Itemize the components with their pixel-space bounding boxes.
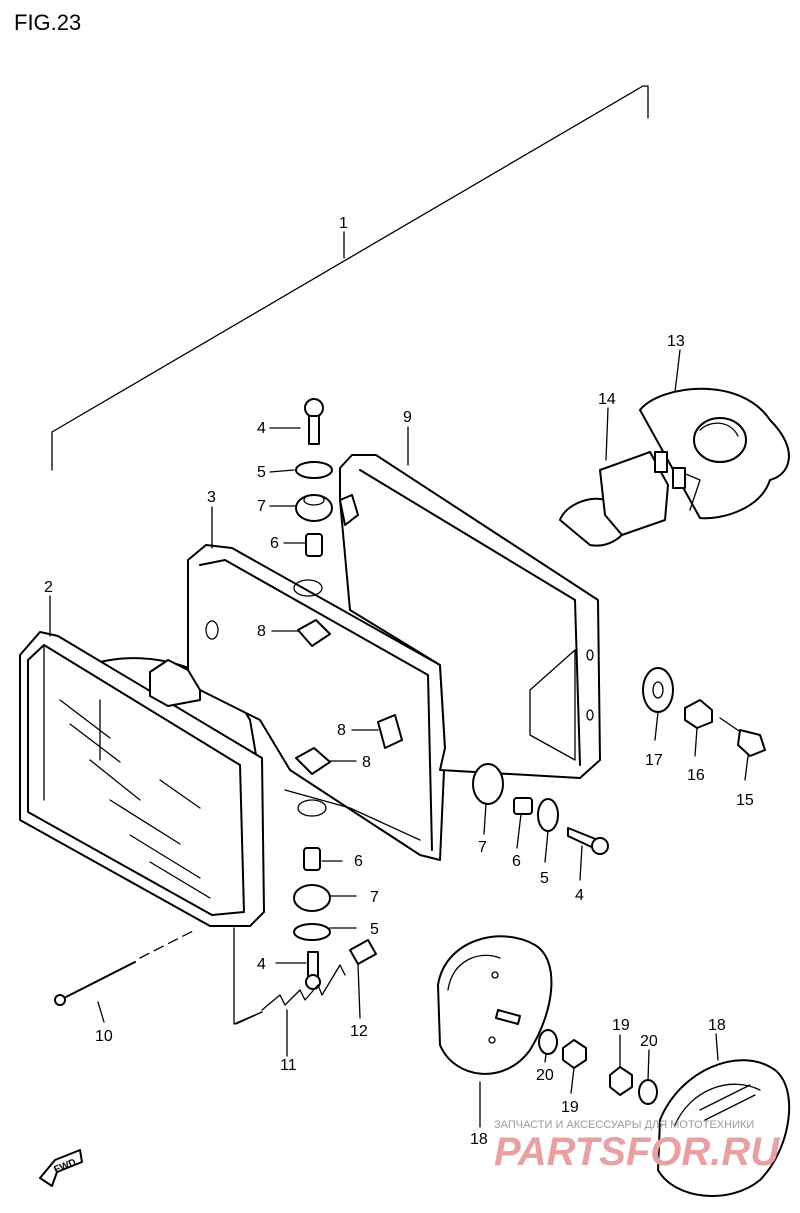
callout-18-right: 18: [708, 1017, 726, 1034]
callout-12: 12: [350, 1023, 368, 1040]
callout-5-bottom: 5: [370, 921, 379, 938]
callout-19-bottom: 19: [561, 1099, 579, 1116]
watermark: ЗАПЧАСТИ И АКСЕССУАРЫ ДЛЯ МОТОТЕХНИКИ PA…: [494, 1119, 780, 1174]
callout-8-a: 8: [257, 623, 266, 640]
rim-cover-18-left: [437, 935, 553, 1075]
washer-5-right: [537, 798, 559, 832]
grommet-17: [642, 667, 674, 713]
callout-18-left: 18: [470, 1131, 488, 1148]
washer-20-a: [538, 1029, 558, 1055]
callout-9: 9: [403, 409, 412, 426]
nut-19-b: [609, 1066, 633, 1096]
callout-leaders: [49, 349, 749, 1128]
callout-6-right: 6: [512, 853, 521, 870]
clip-8-a: [297, 619, 331, 647]
callout-8-c: 8: [362, 754, 371, 771]
figure-title: FIG.23: [14, 10, 81, 35]
spring-11: [235, 964, 346, 1025]
nut-19-a: [562, 1039, 587, 1069]
cushion-7-top: [295, 494, 333, 522]
mounting-bracket-9: [339, 454, 601, 779]
callout-20-left: 20: [536, 1067, 554, 1084]
callout-3: 3: [207, 489, 216, 506]
callout-1: 1: [339, 215, 348, 232]
callout-4-right: 4: [575, 887, 584, 904]
callout-7-bottom: 7: [370, 889, 379, 906]
callout-8-b: 8: [337, 722, 346, 739]
callout-17: 17: [645, 752, 663, 769]
callout-4-bottom: 4: [257, 956, 266, 973]
nut-12: [349, 939, 377, 965]
callout-7-top: 7: [257, 498, 266, 515]
watermark-caption: ЗАПЧАСТИ И АКСЕССУАРЫ ДЛЯ МОТОТЕХНИКИ: [494, 1119, 754, 1131]
clip-8-c: [295, 747, 331, 775]
callout-5-top: 5: [257, 464, 266, 481]
screw-4-right: [567, 827, 609, 855]
callout-16: 16: [687, 767, 705, 784]
bolt-15: [719, 717, 766, 757]
callout-11: 11: [280, 1057, 297, 1074]
washer-5-top: [295, 461, 333, 479]
collar-6-right: [513, 797, 533, 815]
adjusting-screw-10: [54, 929, 196, 1006]
housing-frame-3: [187, 544, 446, 861]
callout-19-top: 19: [612, 1017, 630, 1034]
collar-16: [684, 699, 713, 729]
callout-7-right: 7: [478, 839, 487, 856]
leader-line-support: [233, 927, 263, 1025]
callout-14: 14: [598, 391, 616, 408]
headlight-unit-2: [19, 631, 265, 927]
collar-6-bottom: [303, 847, 321, 871]
watermark-logo: PARTSFOR.RU: [494, 1130, 780, 1174]
callout-5-right: 5: [540, 870, 549, 887]
cushion-7-bottom: [293, 884, 331, 912]
screw-4-bottom: [305, 951, 321, 990]
callout-labels: 1 2 3 4 4 4 5 5 5 6 6 6 7 7 7 8 8 8 9 10…: [44, 215, 754, 1148]
callout-13: 13: [667, 333, 685, 350]
callout-6-top: 6: [270, 535, 279, 552]
assembly-bracket-1: [51, 85, 649, 471]
screw-4-top: [304, 398, 324, 445]
callout-10: 10: [95, 1028, 113, 1045]
rim-cover-18-right: [657, 1059, 791, 1197]
callout-15: 15: [736, 792, 754, 809]
washer-20-b: [638, 1079, 658, 1105]
callout-6-bottom: 6: [354, 853, 363, 870]
cushion-7-right: [472, 763, 504, 805]
collar-6-top: [305, 533, 323, 557]
callout-20-right: 20: [640, 1033, 658, 1050]
clip-8-right-top: [339, 494, 359, 526]
callout-2: 2: [44, 579, 53, 596]
fwd-arrow-icon: FWD: [39, 1149, 83, 1187]
washer-5-bottom: [293, 923, 331, 941]
clip-8-b: [377, 714, 403, 749]
callout-4-top: 4: [257, 420, 266, 437]
bulb-14: [559, 451, 686, 547]
